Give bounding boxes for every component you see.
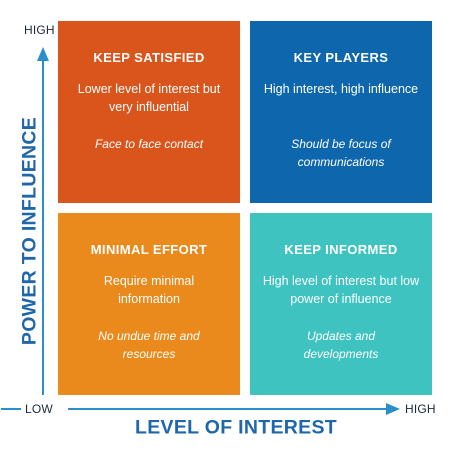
quadrant-description: Require minimal information xyxy=(103,274,195,306)
quadrant-keep-informed: KEEP INFORMED High level of interest but… xyxy=(250,213,432,395)
quadrant-description: High interest, high influence xyxy=(263,82,419,96)
quadrant-note: Updates and developments xyxy=(303,329,379,361)
y-axis-title: POWER TO INFLUENCE xyxy=(18,116,41,346)
quadrant-keep-satisfied: KEEP SATISFIED Lower level of interest b… xyxy=(58,21,240,203)
y-axis-arrowhead xyxy=(37,47,49,61)
quadrant-note: Face to face contact xyxy=(94,137,204,151)
quadrant-title: MINIMAL EFFORT xyxy=(90,242,208,257)
quadrant-title: KEEP SATISFIED xyxy=(93,50,205,65)
quadrant-minimal-effort: MINIMAL EFFORT Require minimal informati… xyxy=(58,213,240,395)
x-axis-title: LEVEL OF INTEREST xyxy=(135,416,337,439)
quadrant-note: Should be focus of communications xyxy=(291,137,391,169)
quadrant-title: KEY PLAYERS xyxy=(293,50,389,65)
x-axis-high-label: HIGH xyxy=(405,402,436,416)
quadrant-key-players: KEY PLAYERS High interest, high influenc… xyxy=(250,21,432,203)
quadrant-title: KEEP INFORMED xyxy=(284,242,398,257)
quadrant-description: Lower level of interest but very influen… xyxy=(77,82,221,114)
quadrant-description: High level of interest but low power of … xyxy=(262,274,420,306)
quadrant-note: No undue time and resources xyxy=(98,329,200,361)
x-axis-low-label: LOW xyxy=(25,402,53,416)
y-axis-high-label: HIGH xyxy=(24,23,55,37)
x-axis-arrowhead xyxy=(386,403,400,415)
